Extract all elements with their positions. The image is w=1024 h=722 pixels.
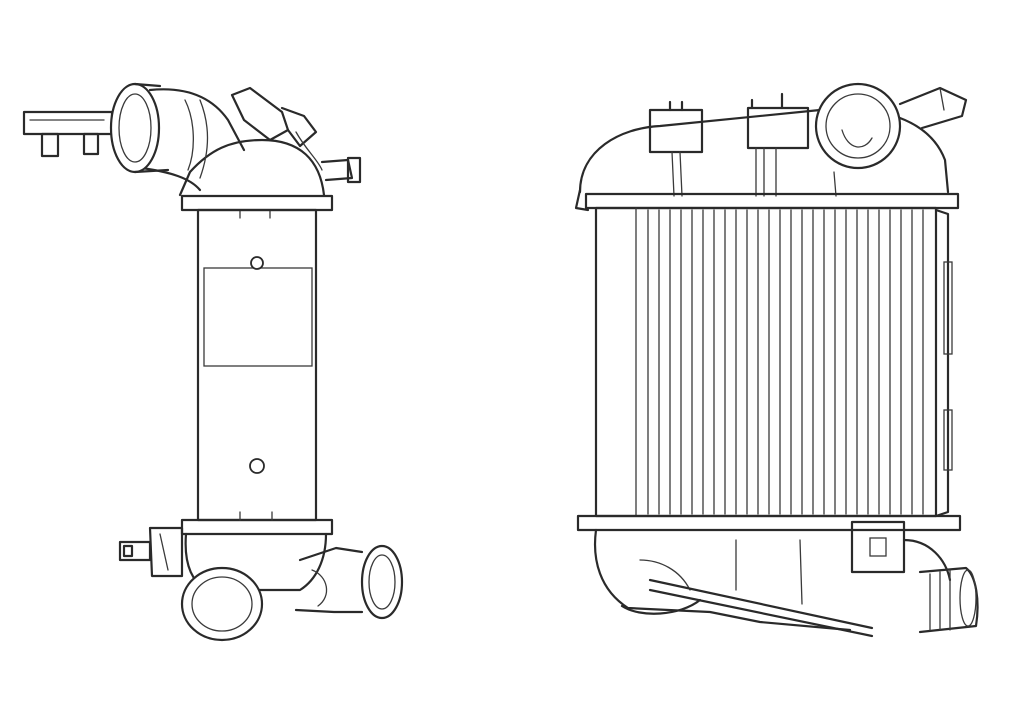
front-core	[594, 206, 953, 518]
upper-tank	[140, 86, 362, 197]
bracket-plate	[850, 520, 906, 574]
intercooler-side-view	[22, 82, 404, 642]
mounting-hole	[250, 256, 264, 270]
outlet-port-front	[180, 566, 264, 642]
front-outlet-port	[620, 566, 979, 634]
outlet-port-side	[360, 544, 404, 620]
front-lower-tank	[594, 520, 952, 638]
intercooler-front-view	[574, 82, 979, 638]
mounting-bracket	[22, 110, 114, 158]
cooling-fins	[647, 209, 924, 515]
front-top-rail	[584, 192, 960, 210]
inlet-port	[109, 82, 170, 174]
front-inlet-port	[814, 82, 968, 170]
lower-tank	[118, 526, 364, 614]
front-bottom-rail	[576, 514, 962, 532]
bottom-flange	[180, 518, 334, 536]
top-flange	[180, 194, 334, 212]
side-core	[196, 208, 318, 522]
mounting-hole	[249, 458, 265, 474]
